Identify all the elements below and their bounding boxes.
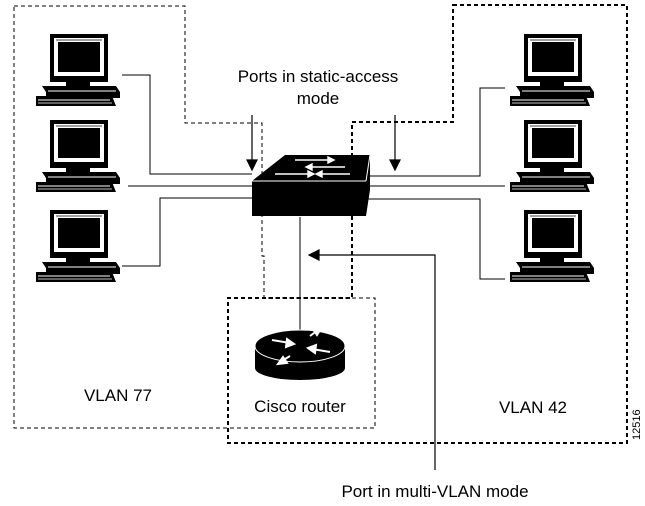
pc-icon xyxy=(35,33,121,107)
router-icon xyxy=(254,325,346,380)
left-cables xyxy=(122,74,252,267)
static-access-label-line2: mode xyxy=(297,89,340,108)
pc-icon xyxy=(35,209,121,283)
static-port-arrows xyxy=(246,115,401,172)
pc-icon xyxy=(509,33,595,107)
vlan-42-boundary xyxy=(227,4,628,444)
figure-id: 12516 xyxy=(631,409,643,440)
switch-icon xyxy=(252,154,371,216)
multi-vlan-label: Port in multi-VLAN mode xyxy=(341,482,528,501)
multi-vlan-port-arrow xyxy=(307,249,436,470)
pc-icon xyxy=(509,209,595,283)
right-cables xyxy=(368,87,505,280)
router-label: Cisco router xyxy=(254,397,346,416)
vlan-77-boundary xyxy=(13,5,376,429)
vlan-42-label: VLAN 42 xyxy=(499,398,567,417)
static-access-label-line1: Ports in static-access xyxy=(238,67,399,86)
pc-icon xyxy=(35,119,121,193)
vlan-77-label: VLAN 77 xyxy=(84,386,152,405)
pc-icon xyxy=(509,119,595,193)
